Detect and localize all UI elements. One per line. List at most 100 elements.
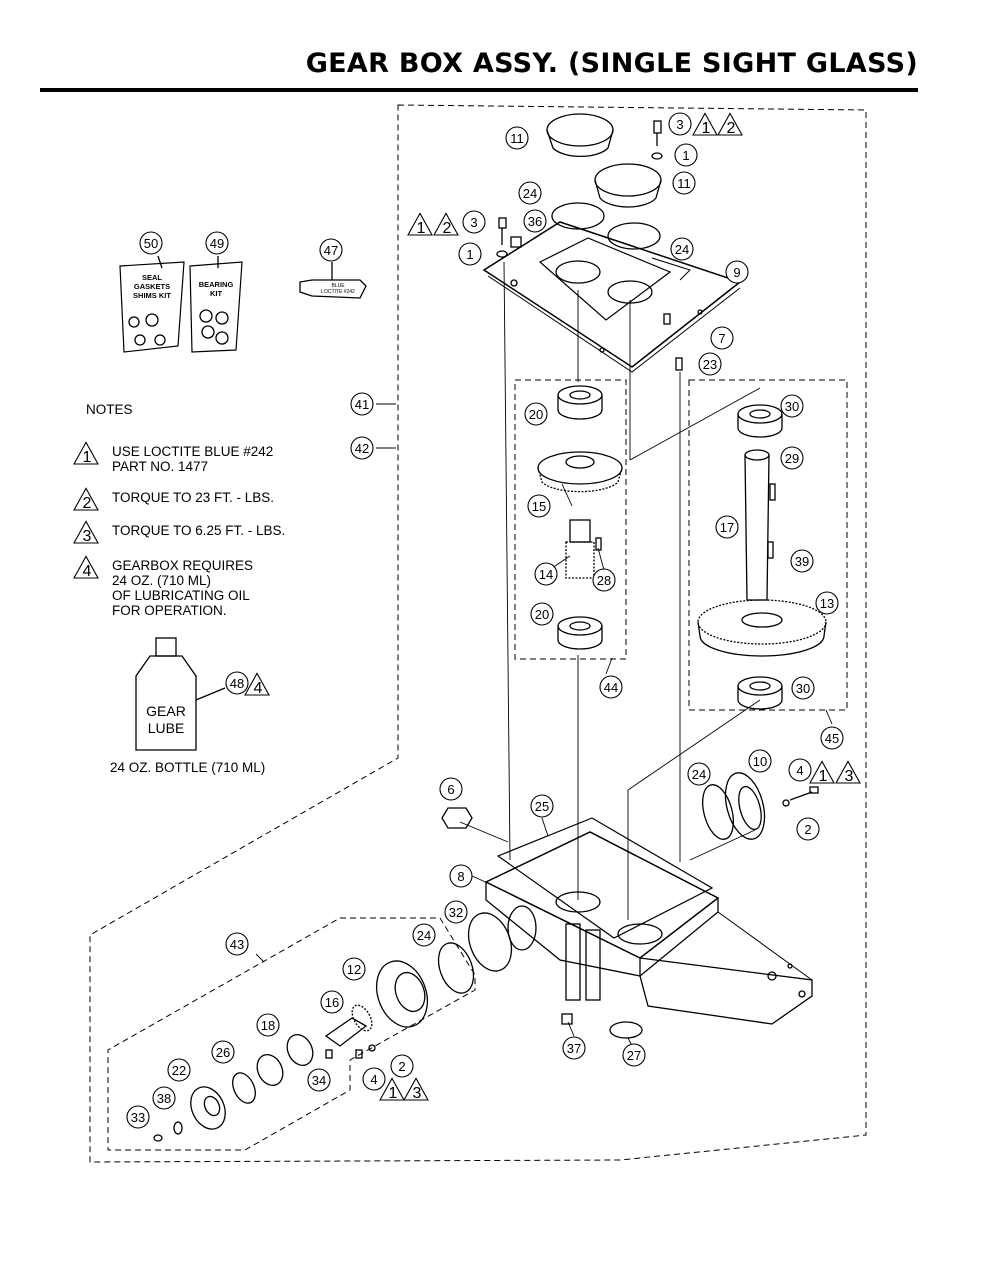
callout-48: 48 <box>225 671 249 695</box>
callout-4: 4 <box>788 758 812 782</box>
flag-triangle-1: 1 <box>692 112 718 137</box>
callout-number: 44 <box>604 680 618 695</box>
callout-10: 10 <box>748 749 772 773</box>
screw-4-side <box>789 786 819 801</box>
callout-number: 30 <box>785 399 799 414</box>
callout-number: 18 <box>261 1018 275 1033</box>
bottle-label-1: GEAR <box>146 703 186 719</box>
bearing-20-lower <box>557 616 603 650</box>
callout-number: 49 <box>210 236 224 251</box>
o-ring-24d <box>437 942 475 994</box>
dowel-23 <box>675 357 683 371</box>
flag-triangle-2-number: 2 <box>727 120 736 137</box>
washer-1-left <box>496 250 508 258</box>
bearing-kit-bag <box>189 256 243 353</box>
callout-18: 18 <box>256 1013 280 1037</box>
callout-1: 1 <box>458 242 482 266</box>
key-29 <box>769 483 776 501</box>
callout-number: 42 <box>355 441 369 456</box>
callout-number: 24 <box>692 767 706 782</box>
o-ring-26 <box>232 1072 256 1104</box>
subassembly-43-boundary <box>107 917 476 1151</box>
washer-2-side <box>782 799 790 807</box>
callout-3: 3 <box>462 210 486 234</box>
callout-24: 24 <box>412 923 436 947</box>
screw-3-left <box>498 217 507 245</box>
title-rule <box>40 88 918 92</box>
loctite-tube <box>299 262 367 299</box>
note-triangle-2-number: 2 <box>83 495 92 512</box>
callout-32: 32 <box>444 900 468 924</box>
callout-9: 9 <box>725 260 749 284</box>
note-triangle-4-number: 4 <box>83 563 92 580</box>
callout-number: 48 <box>230 676 244 691</box>
callout-43: 43 <box>225 932 249 956</box>
callout-number: 1 <box>466 247 473 262</box>
callout-45: 45 <box>820 726 844 750</box>
bearing-housing-12 <box>375 960 429 1028</box>
callout-50: 50 <box>139 231 163 255</box>
flag-triangle-2: 2 <box>717 112 743 137</box>
callout-11: 11 <box>505 126 529 150</box>
note-4-line-1: GEARBOX REQUIRES <box>112 558 254 573</box>
note-triangles: 1 2 3 4 <box>73 441 99 580</box>
callout-3: 3 <box>668 112 692 136</box>
o-ring-24b <box>607 222 661 250</box>
shaft-17 <box>744 449 770 601</box>
seal-kit-bag <box>119 255 185 353</box>
bearing-kit-label-2: KIT <box>210 289 223 298</box>
callout-12: 12 <box>342 957 366 981</box>
callout-number: 1 <box>682 148 689 163</box>
o-ring-24c <box>702 784 734 840</box>
washer-38 <box>173 1121 183 1135</box>
shim-32 <box>467 912 513 972</box>
pinion-14 <box>565 519 595 579</box>
callout-29: 29 <box>780 446 804 470</box>
top-cover-1 <box>546 113 614 158</box>
callout-37: 37 <box>562 1036 586 1060</box>
callout-14: 14 <box>534 562 558 586</box>
bearing-30-upper <box>737 404 783 438</box>
callout-15: 15 <box>527 494 551 518</box>
drain-plug-6 <box>441 807 473 829</box>
bevel-gear-15 <box>537 451 623 493</box>
callout-27: 27 <box>622 1043 646 1067</box>
callout-number: 7 <box>718 331 725 346</box>
callout-number: 22 <box>172 1063 186 1078</box>
callout-2: 2 <box>390 1054 414 1078</box>
callout-49: 49 <box>205 231 229 255</box>
callout-number: 3 <box>676 117 683 132</box>
callout-number: 24 <box>417 928 431 943</box>
callout-number: 11 <box>677 176 691 191</box>
callout-number: 27 <box>627 1048 641 1063</box>
note-triangle-4: 4 <box>73 555 99 580</box>
flag-triangle-3: 3 <box>835 760 861 785</box>
key-34 <box>325 1049 333 1059</box>
callout-number: 4 <box>796 763 803 778</box>
note-triangle-1: 1 <box>73 441 99 466</box>
callout-17: 17 <box>715 515 739 539</box>
callout-8: 8 <box>449 864 473 888</box>
callout-number: 24 <box>523 186 537 201</box>
callout-6: 6 <box>439 777 463 801</box>
seal-kit-label-3: SHIMS KIT <box>133 291 171 300</box>
note-1-line-2: PART NO. 1477 <box>112 459 209 474</box>
callout-13: 13 <box>815 591 839 615</box>
callout-30: 30 <box>791 676 815 700</box>
note-triangle-3: 3 <box>73 520 99 545</box>
callout-number: 3 <box>470 215 477 230</box>
bearing-18a <box>286 1033 314 1067</box>
callout-number: 39 <box>795 554 809 569</box>
callout-number: 43 <box>230 937 244 952</box>
flag-triangle-2-number: 2 <box>443 220 452 237</box>
callout-number: 36 <box>528 214 542 229</box>
note-triangle-2: 2 <box>73 487 99 512</box>
note-4-line-4: FOR OPERATION. <box>112 603 227 618</box>
flag-triangle-3-number: 3 <box>413 1085 422 1102</box>
dowel-7 <box>663 313 671 325</box>
callout-47: 47 <box>319 238 343 262</box>
callout-20: 20 <box>530 602 554 626</box>
